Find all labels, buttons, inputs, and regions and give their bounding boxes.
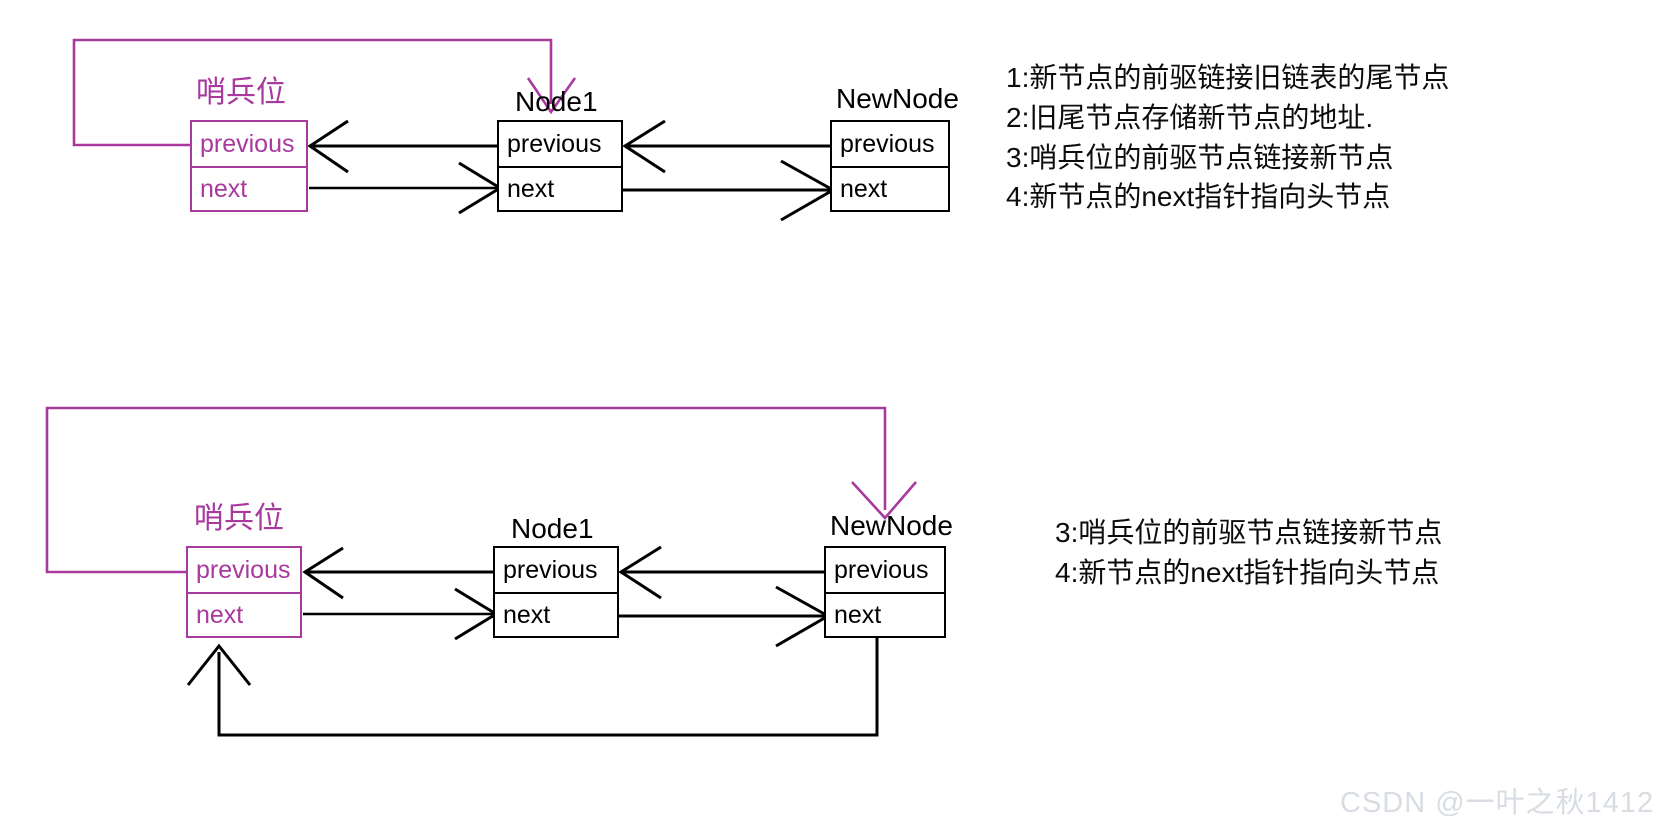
- top-node1-node: previous next: [497, 120, 623, 212]
- bottom-sentinel-label: 哨兵位: [194, 502, 284, 535]
- bottom-node1-previous-to-sentinel-wire: [302, 546, 493, 600]
- bottom-node1-previous-cell: previous: [495, 548, 617, 594]
- top-sentinel-next-to-node1-wire: [309, 161, 503, 215]
- bottom-note-line-1: 3:哨兵位的前驱节点链接新节点: [1055, 517, 1443, 548]
- top-sentinel-label: 哨兵位: [196, 76, 286, 109]
- bottom-sentinel-next-to-node1-wire: [303, 587, 499, 641]
- bottom-notes-block: 3:哨兵位的前驱节点链接新节点 4:新节点的next指针指向头节点: [1055, 513, 1442, 593]
- bottom-node1-label: Node1: [511, 513, 594, 544]
- bottom-newnode-previous-cell: previous: [826, 548, 944, 594]
- top-node1-next-cell: next: [507, 174, 555, 203]
- top-sentinel-previous-cell: previous: [192, 122, 306, 168]
- bottom-sentinel-previous-cell: previous: [188, 548, 300, 594]
- top-node1-label: Node1: [515, 86, 598, 117]
- top-newnode-previous-cell: previous: [832, 122, 948, 168]
- top-newnode-label: NewNode: [836, 83, 959, 114]
- bottom-newnode-previous-to-node1-wire: [618, 545, 824, 600]
- bottom-node1-next-cell: next: [503, 600, 551, 629]
- top-node1-previous-cell: previous: [499, 122, 621, 168]
- bottom-newnode-next-to-sentinel-wire: [186, 634, 879, 737]
- bottom-newnode-label: NewNode: [830, 510, 953, 541]
- bottom-node1-next-to-newnode-wire: [619, 585, 832, 648]
- bottom-sentinel-node: previous next: [186, 546, 302, 638]
- bottom-sentinel-next-cell: next: [196, 600, 244, 629]
- top-note-line-3: 3:哨兵位的前驱节点链接新节点: [1006, 141, 1394, 173]
- bottom-newnode-node: previous next: [824, 546, 946, 638]
- top-sentinel-node: previous next: [190, 120, 308, 212]
- top-note-line-2: 2:旧尾节点存储新节点的地址.: [1006, 101, 1374, 133]
- top-newnode-next-cell: next: [840, 174, 888, 203]
- top-node1-previous-to-sentinel-wire: [307, 119, 497, 174]
- csdn-watermark: CSDN @一叶之秋1412: [1340, 787, 1655, 819]
- top-note-line-1: 1:新节点的前驱链接旧链表的尾节点: [1006, 62, 1450, 93]
- top-node1-next-to-newnode-wire: [623, 159, 837, 222]
- top-sentinel-next-cell: next: [200, 174, 248, 203]
- top-note-line-4: 4:新节点的next指针指向头节点: [1006, 181, 1391, 213]
- top-notes-block: 1:新节点的前驱链接旧链表的尾节点 2:旧尾节点存储新节点的地址. 3:哨兵位的…: [1006, 58, 1449, 217]
- bottom-note-line-2: 4:新节点的next指针指向头节点: [1055, 556, 1440, 588]
- bottom-node1-node: previous next: [493, 546, 619, 638]
- top-newnode-previous-to-node1-wire: [622, 119, 830, 174]
- top-newnode-node: previous next: [830, 120, 950, 212]
- bottom-sentinel-previous-to-newnode-wire: [45, 406, 917, 574]
- bottom-newnode-next-cell: next: [834, 600, 882, 629]
